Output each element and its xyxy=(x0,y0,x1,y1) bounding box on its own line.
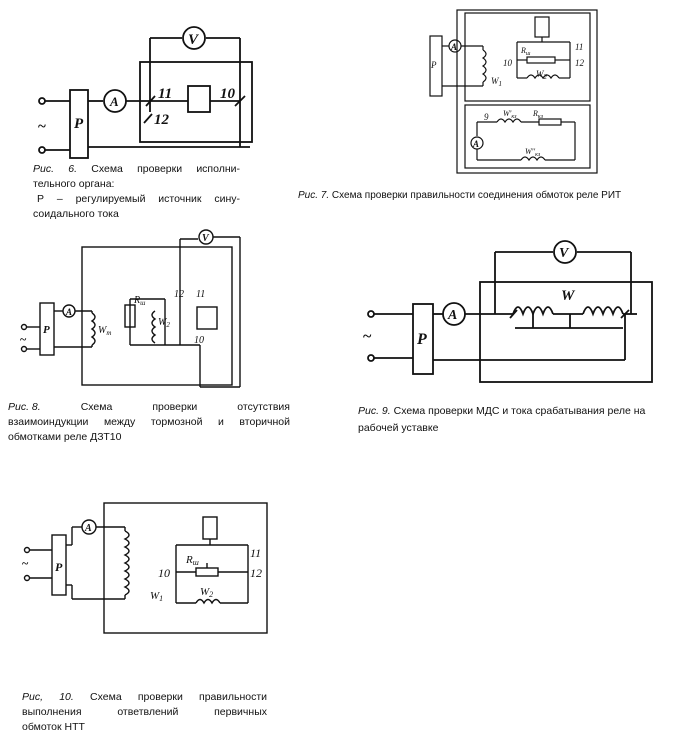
source-label: P xyxy=(416,331,427,348)
outer-frame xyxy=(456,9,598,174)
caption-line: Схема проверки исполни- xyxy=(91,163,241,175)
terminal-11: 11 xyxy=(196,289,205,300)
figure-8-caption: Рис. 8. Схема проверки отсутствия взаимо… xyxy=(8,400,290,445)
terminal-12: 12 xyxy=(575,58,585,68)
caption-line: тельного органа: xyxy=(33,178,115,190)
rsh-label: Rш xyxy=(133,295,146,307)
w-label: W xyxy=(561,288,576,304)
terminal-10: 10 xyxy=(194,335,204,346)
shunt-resistor xyxy=(526,56,556,64)
ammeter-label: A xyxy=(109,94,119,109)
voltmeter-label: V xyxy=(202,233,210,244)
coil-left xyxy=(512,306,554,317)
figure-6-caption: Рис. 6. Схема проверки исполни- тельного… xyxy=(33,162,240,222)
figure-8-diagram: A V P ~ Wт Rш W2 12 11 10 xyxy=(20,229,241,388)
source-p-box xyxy=(69,89,89,159)
rkz-label: Rкз xyxy=(532,109,544,120)
caption-line: Схема проверки МДС и тока срабатывания р… xyxy=(358,405,646,434)
figure-10-caption: Рис, 10. Схема проверки правильности вып… xyxy=(22,690,267,735)
ac-tilde: ~ xyxy=(363,328,372,345)
w2-label: W2 xyxy=(536,69,548,81)
figure-7-caption: Рис. 7. Схема проверки правильности соед… xyxy=(298,188,678,203)
ammeter-label: A xyxy=(84,523,92,534)
terminal-11: 11 xyxy=(575,42,583,52)
caption-number: Рис. 7. xyxy=(298,190,330,201)
source-label: P xyxy=(430,60,437,70)
relay-coil xyxy=(196,306,218,330)
terminal-12: 12 xyxy=(250,566,262,580)
device-box xyxy=(479,281,653,383)
caption-line: взаимоиндукции между тормозной и вторичн… xyxy=(8,416,290,428)
source-p-box xyxy=(412,303,434,375)
ac-tilde: ~ xyxy=(20,332,27,346)
figure-7-diagram: A A P W1 W2 Rш 11 12 10 9 W'кз Rкз W''кз xyxy=(429,9,598,174)
caption-line: Р – регулируемый источник сину- xyxy=(37,193,240,205)
ammeter-label: A xyxy=(447,308,457,323)
ac-tilde: ~ xyxy=(38,119,46,135)
ammeter-label: A xyxy=(450,42,457,52)
input-terminal-bottom xyxy=(38,146,46,154)
ammeter-label: A xyxy=(65,307,72,317)
wt-label: Wт xyxy=(98,325,111,337)
source-label: P xyxy=(74,116,84,132)
source-label: P xyxy=(43,324,50,336)
w1-label: W1 xyxy=(491,76,502,88)
device-box xyxy=(139,61,253,143)
w2-label: W2 xyxy=(158,317,170,329)
device-box xyxy=(103,502,268,634)
voltmeter-circle xyxy=(182,26,206,50)
shunt-resistor xyxy=(195,567,219,577)
voltmeter-circle xyxy=(553,240,577,264)
relay-coil xyxy=(534,16,550,38)
caption-word: отсутствия xyxy=(237,401,290,413)
terminal-12: 12 xyxy=(174,289,184,300)
caption-line: обмоток НТТ xyxy=(22,721,85,733)
voltmeter-label: V xyxy=(188,32,200,48)
figure-10-diagram: A P ~ W1 W2 Rш 11 12 10 xyxy=(22,502,268,634)
caption-number: Рис. 9. xyxy=(358,405,391,417)
lower-frame xyxy=(464,104,591,169)
rsh-label: Rш xyxy=(185,554,199,567)
figure-9-caption: Рис. 9. Схема проверки МДС и тока срабат… xyxy=(358,403,678,437)
relay-coil xyxy=(202,516,218,540)
ammeter-2-label: A xyxy=(472,139,479,149)
input-terminal-top xyxy=(38,97,46,105)
coil-right xyxy=(582,306,624,317)
terminal-10: 10 xyxy=(503,58,513,68)
ac-tilde: ~ xyxy=(22,556,29,570)
source-p-box xyxy=(39,302,55,356)
caption-number: Рис. 6. xyxy=(33,163,78,175)
caption-line: обмотками реле ДЗТ10 xyxy=(8,431,122,443)
source-p-box xyxy=(429,35,443,97)
voltmeter-label: V xyxy=(559,246,570,261)
terminal-11: 11 xyxy=(158,86,172,102)
caption-word: Схема xyxy=(80,401,113,413)
caption-number: Рис, 10. xyxy=(22,691,74,703)
terminal-11: 11 xyxy=(250,546,261,560)
w1-label: W1 xyxy=(150,590,163,603)
caption-line: соидального тока xyxy=(33,208,119,220)
figure-9-diagram: A V P ~ W xyxy=(363,240,653,383)
relay-coil xyxy=(187,85,211,113)
device-box xyxy=(81,246,233,386)
wkz2-label: W''кз xyxy=(525,147,541,158)
figure-6-diagram: A V P ~ 11 10 12 xyxy=(38,26,253,159)
upper-frame xyxy=(464,12,591,102)
terminal-10: 10 xyxy=(158,566,170,580)
w2-label: W2 xyxy=(200,586,213,599)
shunt-resistor xyxy=(124,304,136,328)
rsh-label: Rш xyxy=(520,46,531,57)
caption-number: Рис. 8. xyxy=(8,401,41,413)
source-p-box xyxy=(51,534,67,596)
terminal-10: 10 xyxy=(220,86,236,102)
caption-line: Схема проверки правильности xyxy=(90,691,268,703)
wkz1-label: W'кз xyxy=(503,109,517,120)
terminal-12: 12 xyxy=(154,112,170,128)
caption-line: выполнения ответвлений первичных xyxy=(22,706,267,718)
source-label: P xyxy=(55,560,63,574)
terminal-9: 9 xyxy=(484,112,489,122)
caption-word: проверки xyxy=(152,401,198,413)
caption-line: Схема проверки правильности соединения о… xyxy=(331,190,622,201)
